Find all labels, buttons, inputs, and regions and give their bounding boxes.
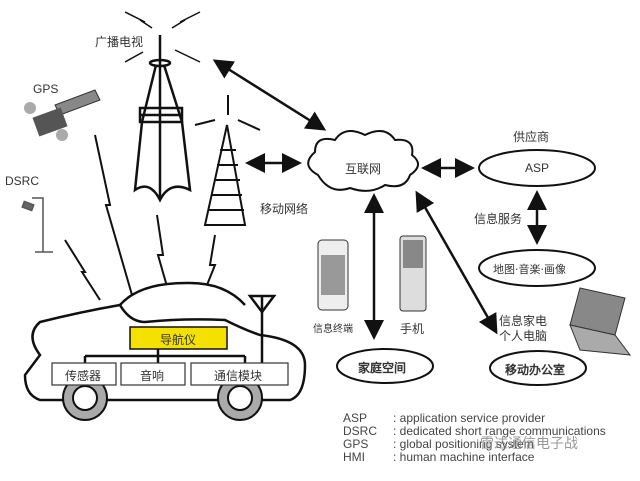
home-space-label: 家庭空间 (358, 361, 407, 375)
comm-module-label: 通信模块 (214, 369, 263, 383)
watermark: 雷达通信电子战 (480, 436, 578, 452)
audio-label: 音响 (140, 369, 165, 383)
legend-row: HMI: human machine interface (343, 450, 535, 464)
internet-label: 互联网 (345, 162, 382, 176)
car-bus-lines (83, 348, 247, 363)
broadcast-tv-label: 广播电视 (95, 35, 144, 49)
dsrc-antenna-icon (21, 197, 53, 253)
provider-label: 供应商 (513, 130, 550, 144)
gps-label: GPS (33, 82, 59, 96)
abbreviation-legend: ASP: application service provider DSRC: … (343, 412, 606, 464)
dsrc-label: DSRC (5, 174, 40, 188)
home-ellipse (336, 348, 434, 384)
internet-cloud-icon (307, 130, 419, 192)
mobile-office-label: 移动办公室 (505, 363, 566, 377)
navigator-box (129, 326, 228, 350)
legend-row: DSRC: dedicated short range communicatio… (343, 424, 606, 438)
legend-row: ASP: application service provider (343, 411, 546, 425)
info-appliance-label-2: 个人电脑 (499, 329, 548, 343)
mobile-phone-icon (399, 235, 427, 312)
broadcast-signal-icon (124, 11, 201, 63)
info-service-label: 信息服务 (474, 212, 523, 226)
sensor-label: 传感器 (65, 369, 102, 383)
info-terminal-label: 信息终端 (313, 324, 353, 335)
asp-label: ASP (525, 161, 550, 175)
info-appliance-label-1: 信息家电 (499, 314, 548, 328)
asp-ellipse (478, 149, 596, 187)
audio-box (120, 362, 186, 386)
wireless-signal-icon (64, 134, 217, 301)
media-ellipse (478, 249, 596, 287)
broadcast-tower-icon (133, 35, 192, 203)
gps-satellite-icon (24, 89, 101, 141)
mobile-tower-icon (194, 95, 261, 226)
mobile-network-label: 移动网络 (260, 202, 309, 216)
internet-office-arrow (415, 190, 498, 335)
car-antenna-icon (247, 294, 277, 363)
info-terminal-icon (317, 239, 349, 311)
laptop-icon (569, 287, 632, 356)
mobile-phone-label: 手机 (400, 322, 425, 336)
sensor-box (51, 362, 117, 386)
tv-internet-arrow (212, 59, 327, 131)
media-label: 地图·音楽·画像 (493, 263, 566, 276)
navigator-label: 导航仪 (160, 333, 197, 347)
comm-module-box (190, 362, 289, 386)
car-wheels-icon (62, 375, 263, 421)
legend-row: GPS: global positioning system (343, 437, 534, 451)
office-ellipse (489, 350, 587, 386)
